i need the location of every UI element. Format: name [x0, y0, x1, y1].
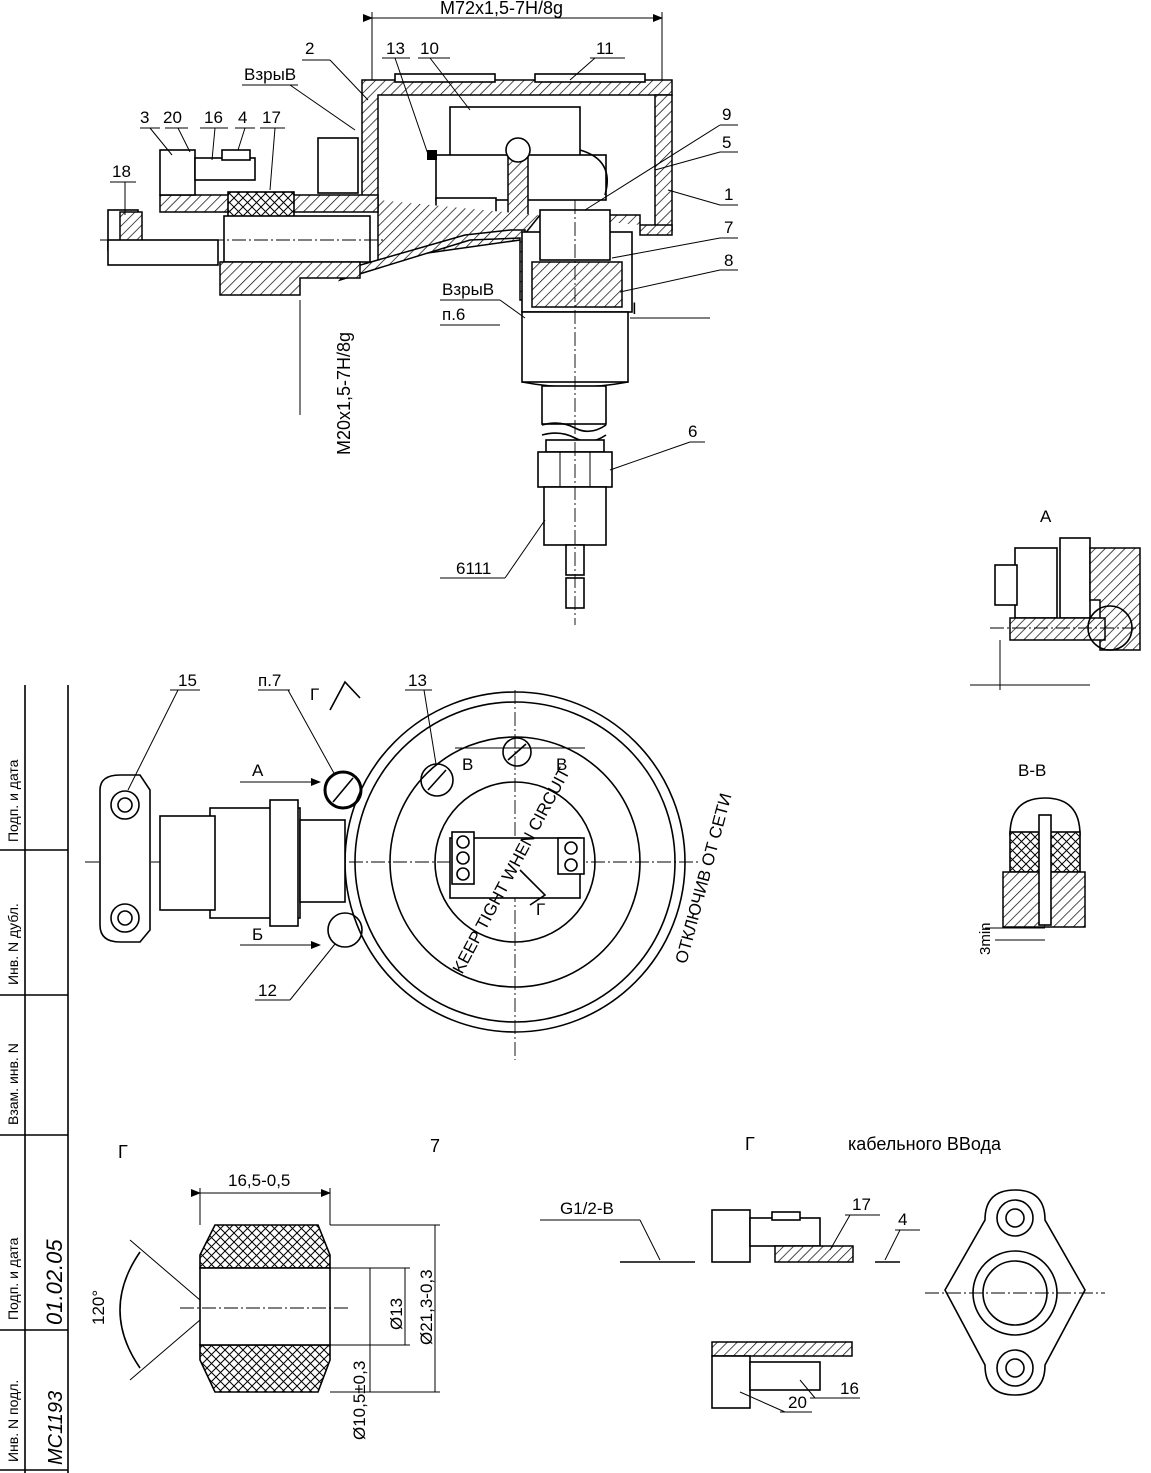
callout-I: I: [632, 299, 637, 318]
part-code: 6111: [456, 559, 491, 578]
cable-callout-16: 16: [840, 1379, 859, 1398]
callout-1: 1: [724, 185, 733, 204]
thread-top-label: М72x1,5-7H/8g: [440, 0, 563, 18]
view-a-detail: А: [970, 507, 1141, 690]
callout-3: 3: [140, 108, 149, 127]
arrow-b-label: Б: [252, 925, 263, 944]
callout-4: 4: [238, 108, 247, 127]
callout-7: 7: [724, 218, 733, 237]
callout-10: 10: [420, 39, 439, 58]
stamp-handwriting-2: МС1193: [45, 1391, 67, 1465]
stamp-col3: Взам. инв. N: [5, 1043, 21, 1125]
callout-6: 6: [688, 422, 697, 441]
callout-13-front: 13: [408, 671, 427, 690]
cable-entry-detail: Г кабельного ВВода G1/2-В 17 4 16 20: [540, 1134, 1105, 1413]
callout-5: 5: [722, 133, 731, 152]
callout-leaders: [110, 57, 738, 579]
callout-13: 13: [386, 39, 405, 58]
section-vv-title: В-В: [1018, 761, 1046, 780]
cable-entry-title: Г: [745, 1134, 755, 1154]
stamp-col2: Инв. N дубл.: [5, 903, 21, 985]
callout-15: 15: [178, 671, 197, 690]
item-ref-p6: п.6: [442, 305, 465, 324]
stamp-col4: Подп. и дата: [5, 1237, 21, 1320]
cable-callout-20: 20: [788, 1393, 807, 1412]
section-g2-label: Г: [536, 900, 545, 919]
stamp-col1: Подп. и дата: [5, 759, 21, 842]
cable-callout-4: 4: [898, 1210, 907, 1229]
arrow-a-label: А: [252, 761, 264, 780]
view-a-title: А: [1040, 507, 1052, 526]
callout-16: 16: [204, 108, 223, 127]
callout-8: 8: [724, 251, 733, 270]
seal-dia-outer: Ø21,3-0,3: [417, 1269, 436, 1345]
callout-9: 9: [722, 105, 731, 124]
section-v-left: В: [462, 755, 473, 774]
explosion-label-2: ВзрыВ: [442, 280, 494, 299]
stamp-column: Подп. и дата Инв. N дубл. Взам. инв. N П…: [0, 685, 69, 1473]
front-view: А Б Г Г В В KEEP TIGHT WHEN CIRCUIT ОТКЛ…: [85, 671, 736, 1060]
thread-side-label: М20x1,5-7H/8g: [334, 332, 354, 455]
seal-title: Г: [118, 1142, 128, 1162]
callout-17: 17: [262, 108, 281, 127]
cable-entry-title-text: кабельного ВВода: [848, 1134, 1002, 1154]
cable-callout-17: 17: [852, 1195, 871, 1214]
section-vv: В-В 3min: [977, 761, 1086, 955]
seal-detail: Г 7 16,5-0,5 Ø13 Ø21,3-0,3 Ø10,5±0,3 120…: [89, 1136, 440, 1440]
seal-dia-hole: Ø10,5±0,3: [350, 1361, 369, 1440]
seal-title-suffix: 7: [430, 1136, 440, 1156]
cable-entry-thread: G1/2-В: [560, 1199, 614, 1218]
section-v-right: В: [556, 755, 567, 774]
seal-dia-inner: Ø13: [387, 1298, 406, 1330]
callout-18: 18: [112, 162, 131, 181]
stamp-col5: Инв. N подл.: [5, 1380, 21, 1462]
callout-12: 12: [258, 981, 277, 1000]
callout-11: 11: [596, 39, 614, 58]
section-g-label: Г: [310, 685, 319, 704]
dim-3min: 3min: [977, 922, 994, 955]
seal-angle: 120°: [89, 1290, 108, 1325]
callout-2: 2: [305, 39, 314, 58]
seal-length-dim: 16,5-0,5: [228, 1171, 290, 1190]
top-section-view: М72x1,5-7H/8g: [100, 0, 738, 625]
explosion-label-1: ВзрыВ: [244, 65, 296, 84]
stamp-handwriting-1: 01.02.05: [42, 1239, 67, 1325]
callout-p7: п.7: [258, 671, 281, 690]
callout-20: 20: [163, 108, 182, 127]
ring-text-ru: ОТКЛЮЧИВ ОТ СЕТИ: [672, 791, 736, 965]
